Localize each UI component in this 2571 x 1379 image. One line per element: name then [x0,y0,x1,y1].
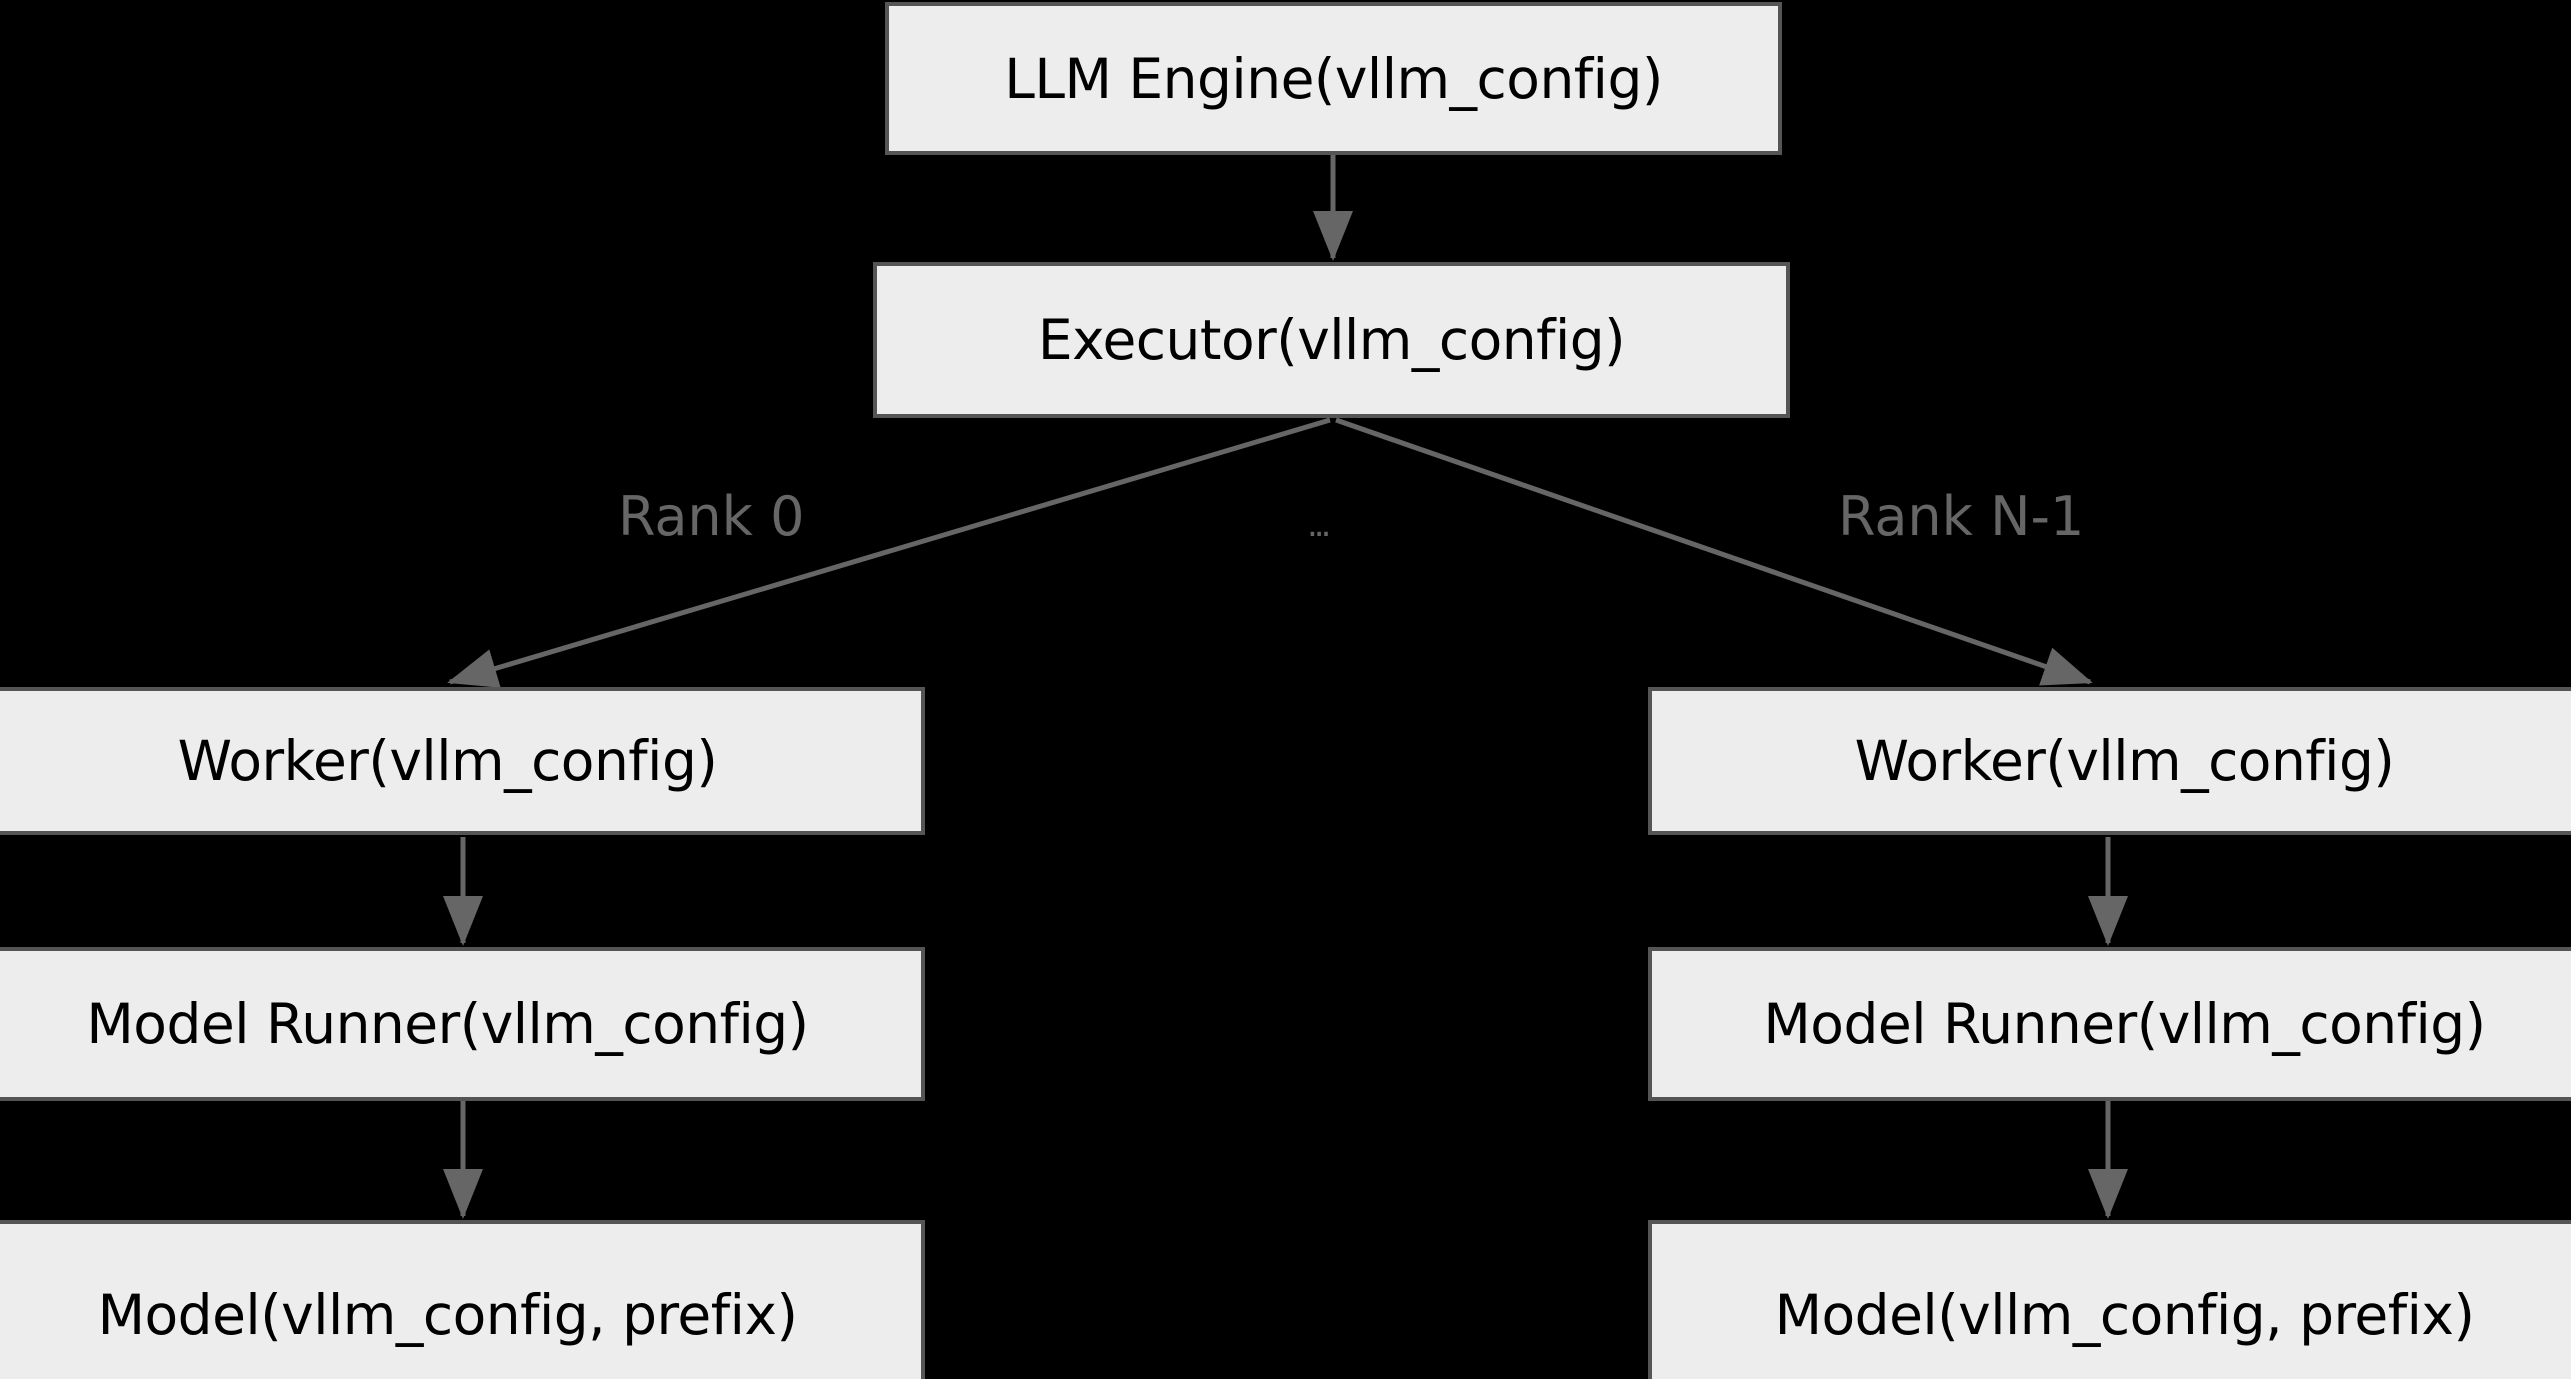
node-executor-label: Executor(vllm_config) [1037,308,1626,372]
node-model-runner-rank-0-label: Model Runner(vllm_config) [86,992,809,1056]
node-worker-rank-n-1-label: Worker(vllm_config) [1854,729,2395,793]
node-llm-engine[interactable]: LLM Engine(vllm_config) [885,2,1782,155]
edge-executor-to-worker-left [447,417,1331,688]
node-model-rank-0-label: Model(vllm_config, prefix) [97,1283,798,1347]
node-model-rank-n-1[interactable]: Model(vllm_config, prefix) [1648,1220,2571,1379]
node-executor[interactable]: Executor(vllm_config) [873,262,1790,418]
node-llm-engine-label: LLM Engine(vllm_config) [1004,46,1663,111]
edge-label-rank-n-1: Rank N-1 [1838,485,2085,548]
node-model-rank-0[interactable]: Model(vllm_config, prefix) [0,1220,925,1379]
node-worker-rank-0-label: Worker(vllm_config) [177,729,718,793]
node-worker-rank-0[interactable]: Worker(vllm_config) [0,687,925,835]
node-model-runner-rank-0[interactable]: Model Runner(vllm_config) [0,947,925,1101]
node-worker-rank-n-1[interactable]: Worker(vllm_config) [1648,687,2571,835]
node-model-runner-rank-n-1[interactable]: Model Runner(vllm_config) [1648,947,2571,1101]
node-model-rank-n-1-label: Model(vllm_config, prefix) [1774,1283,2475,1347]
node-model-runner-rank-n-1-label: Model Runner(vllm_config) [1763,992,2486,1056]
edge-label-rank-0: Rank 0 [618,485,805,548]
edge-executor-to-worker-right [1335,417,2093,686]
edge-label-ellipsis: ... [1307,505,1332,545]
